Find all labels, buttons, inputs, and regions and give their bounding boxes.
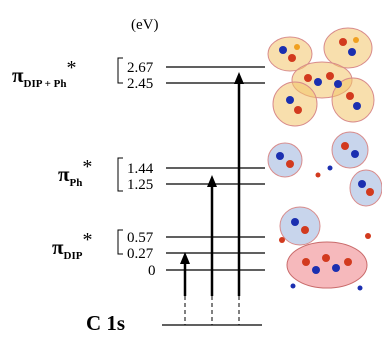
- group-subscript: DIP + Ph: [24, 78, 67, 90]
- orbital-lobes: [279, 37, 361, 114]
- level-value: 2.45: [127, 76, 153, 92]
- highlight-regions: [267, 27, 375, 127]
- transition-arrows: [180, 72, 244, 325]
- energy-levels: [162, 66, 265, 326]
- arrow-head: [180, 252, 190, 264]
- group-label-dip: πDIP*: [52, 229, 92, 262]
- orbital-lobes: [279, 233, 371, 291]
- core-level-label: C 1s: [86, 311, 125, 335]
- group-main-symbol: π: [12, 63, 24, 87]
- level-value: 1.44: [127, 161, 154, 177]
- orbital-image-ph: [267, 131, 382, 246]
- group-star: *: [66, 57, 76, 79]
- unit-label: (eV): [131, 17, 158, 33]
- group-label-ph: πPh*: [58, 156, 92, 189]
- orbital-lobes: [276, 142, 374, 234]
- group-bracket-ph: [117, 157, 123, 192]
- level-value: 0.27: [127, 246, 154, 262]
- group-subscript: Ph: [70, 177, 83, 189]
- level-value: 0.57: [127, 230, 154, 246]
- orbital-image-dip-ph: [267, 27, 375, 127]
- group-main-symbol: π: [52, 235, 64, 259]
- group-main-symbol: π: [58, 162, 70, 186]
- orbital-image-dip: [279, 233, 371, 291]
- group-label-dip-ph: πDIP + Ph*: [12, 57, 76, 90]
- group-bracket-dip-ph: [117, 57, 123, 84]
- group-star: *: [82, 156, 92, 178]
- group-star: *: [82, 229, 92, 251]
- arrow-head: [234, 72, 244, 84]
- level-value: 0: [148, 263, 156, 279]
- group-subscript: DIP: [64, 250, 83, 262]
- highlight-regions: [267, 131, 382, 246]
- level-value: 1.25: [127, 177, 153, 193]
- arrow-head: [207, 175, 217, 187]
- highlight-region: [286, 241, 368, 289]
- level-value: 2.67: [127, 60, 154, 76]
- group-bracket-dip: [117, 229, 123, 255]
